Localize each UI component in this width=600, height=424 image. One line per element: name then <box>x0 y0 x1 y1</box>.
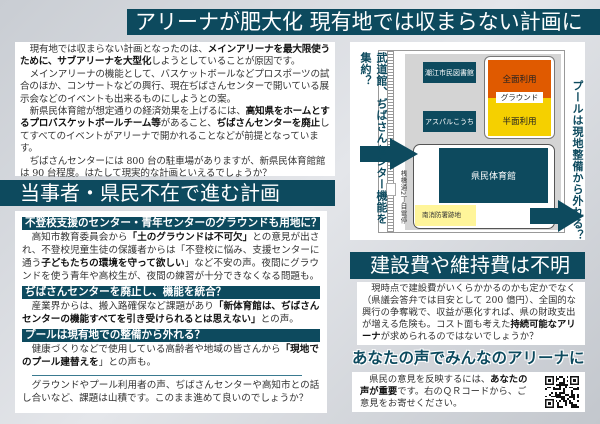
intro-paragraph: 現有地では収まらない計画となったのは、メインアリーナを最大限使うために、サブアリ… <box>20 44 330 69</box>
section2-banner: 当事者・県民不在で進む計画 <box>0 180 335 206</box>
text-segment: メインアリーナの機能として、バスケットボールなどプロスポーツの試合のほか、コンサ… <box>20 68 330 105</box>
text-segment: が求められるのではないでしょうか？ <box>380 331 539 342</box>
text-segment: 」との声も。 <box>98 357 157 368</box>
intro-paragraph: 新県民体育館が想定通りの経済効果を上げるには、高知県をホームとするプロバスケット… <box>20 106 330 156</box>
emphasis-text: 「現地でのプール建替えを <box>22 344 319 368</box>
text-segment: 現有地では収まらない計画となったのは、 <box>29 44 208 55</box>
text-segment: 県民の意見を反映するには、 <box>369 374 491 385</box>
aspal-building: アスパルこうち <box>423 111 476 132</box>
divider <box>32 375 302 376</box>
subsection-text: 産業界からは、搬入路確保など課題があり「新体育館は、ぢばさんセンターの機能すべて… <box>22 300 320 326</box>
intro-text: 現有地では収まらない計画となったのは、メインアリーナを最大限使うために、サブアリ… <box>20 44 330 180</box>
text-segment: 高知市教育委員会から <box>31 232 128 243</box>
intro-paragraph: メインアリーナの機能として、バスケットボールなどプロスポーツの試合のほか、コンサ… <box>20 69 330 106</box>
ground-area: 全面利用 半面利用 <box>484 56 555 139</box>
emphasis-text: ぢばさんセンターを廃止 <box>216 118 321 130</box>
text-segment: してすべてのイベントがアリーナで開かれることなどが前提となっています。 <box>20 118 330 155</box>
map-right-note: プールは現地整備から外れる？ <box>571 80 584 241</box>
section2-box: 不登校支援のセンター・青年センターのグラウンドも用地に？高知市教育委員会から「土… <box>15 211 327 413</box>
map-left-note: 武道館、ぢばさんセンター機能を集約？ <box>359 52 388 225</box>
intro-box: 現有地では収まらない計画となったのは、メインアリーナを最大限使うために、サブアリ… <box>15 42 335 179</box>
subsection-text: 健康づくりなどで使用している高齢者や地域の皆さんから「現地でのプール建替えを」と… <box>22 343 320 369</box>
text-segment: 」など不安の声。夜間にグラウンドを使う青年や高校生が、夜間の練習が十分できなくな… <box>22 258 320 282</box>
section2-items: 不登校支援のセンター・青年センターのグラウンドも用地に？高知市教育委員会から「土… <box>22 217 320 369</box>
subheading: ぢばさんセンターを廃止し、機能を統合？ <box>22 286 320 299</box>
text-segment: があること、 <box>160 118 217 130</box>
ground-label: グラウンド <box>496 92 543 103</box>
fire-station-site: 南消防署跡地 <box>415 205 476 226</box>
subheading: プールは現有地での整備から外れる？ <box>22 329 320 342</box>
arrow-right-icon <box>530 200 584 232</box>
qr-code-icon[interactable] <box>545 376 579 408</box>
conclusion-text: グラウンドやプール利用者の声、ぢばさんセンターや高知市との話し合いなど、課題は山… <box>22 379 320 405</box>
subheading: 不登校支援のセンター・青年センターのグラウンドも用地に？ <box>22 217 320 230</box>
text-segment: 新県民体育館が想定通りの経済効果を上げるには、 <box>29 106 246 118</box>
emphasis-text: メインアリーナを最大限使うために、サブアリーナを大型化 <box>20 44 330 68</box>
text-segment: 健康づくりなどで使用している高齢者や地域の皆さんから <box>31 344 281 355</box>
voice-heading: あなたの声でみんなのアリーナに <box>352 349 585 367</box>
tram-stop-label: 桟橋通2丁目電停 <box>399 170 407 224</box>
subsection-text: 高知市教育委員会から「土のグラウンドは不可欠」との意見が出され、不登校児童生徒の… <box>22 231 320 283</box>
emphasis-text: 高知県をホームとするプロバスケットボールチーム等 <box>20 106 330 130</box>
main-title-banner: アリーナが肥大化 現有地では収まらない計画に <box>127 9 600 35</box>
emphasis-text: 「新体育館は、ぢばさんセンターの機能すべてを引き受けられるとは思えない」 <box>22 301 320 325</box>
voice-text: 県民の意見を反映するには、あなたの声が重要です。右のＱＲコードから、ご意見をお寄… <box>360 374 535 410</box>
text-segment: との意見が出され、不登校児童生徒の保護者からは「不登校に悩み、支援センターに通う <box>22 232 320 269</box>
text-segment: しようとしていることが原因です。 <box>151 56 301 68</box>
arrow-right-left-icon <box>360 138 418 170</box>
emphasis-text: 子どもたちの環境を守って欲しい <box>41 258 185 269</box>
text-segment: 現時点で建設費がいくらかかるのかも定かでなく（県議会答弁では目安として 200 … <box>362 283 576 330</box>
half-use-zone: 半面利用 <box>488 98 551 136</box>
text-segment: グラウンドやプール利用者の声、ぢばさんセンターや高知市との話し合いなど、課題は山… <box>22 380 320 404</box>
emphasis-text: あなたの声が重要 <box>360 374 528 397</box>
text-segment: です。右のＱＲコードから、ご意見をお寄せください。 <box>360 386 527 409</box>
tram-stop-marker <box>386 183 396 196</box>
cost-text: 現時点で建設費がいくらかかるのかも定かでなく（県議会答弁では目安として 200 … <box>362 283 580 343</box>
intro-paragraph: ぢばさんセンターには 800 台の駐車場がありますが、新県民体育館館は 90 台… <box>20 156 330 181</box>
cost-banner: 建設費や維持費は不明 <box>350 252 585 279</box>
text-segment: 産業界からは、搬入路確保など課題があり <box>31 301 214 312</box>
emphasis-text: 持続可能なアリーナ <box>362 319 576 342</box>
text-segment: との声。 <box>260 314 299 325</box>
text-segment: ぢばさんセンターには 800 台の駐車場がありますが、新県民体育館館は 90 台… <box>20 155 326 180</box>
cost-box: 現時点で建設費がいくらかかるのかも定かでなく（県議会答弁では目安として 200 … <box>357 282 585 345</box>
library-building: 潮江市民図書館 <box>423 62 476 83</box>
emphasis-text: 「土のグラウンドは不可欠」 <box>127 232 253 243</box>
full-use-zone: 全面利用 <box>488 60 551 98</box>
gym-building: 県民体育館 <box>439 148 548 203</box>
